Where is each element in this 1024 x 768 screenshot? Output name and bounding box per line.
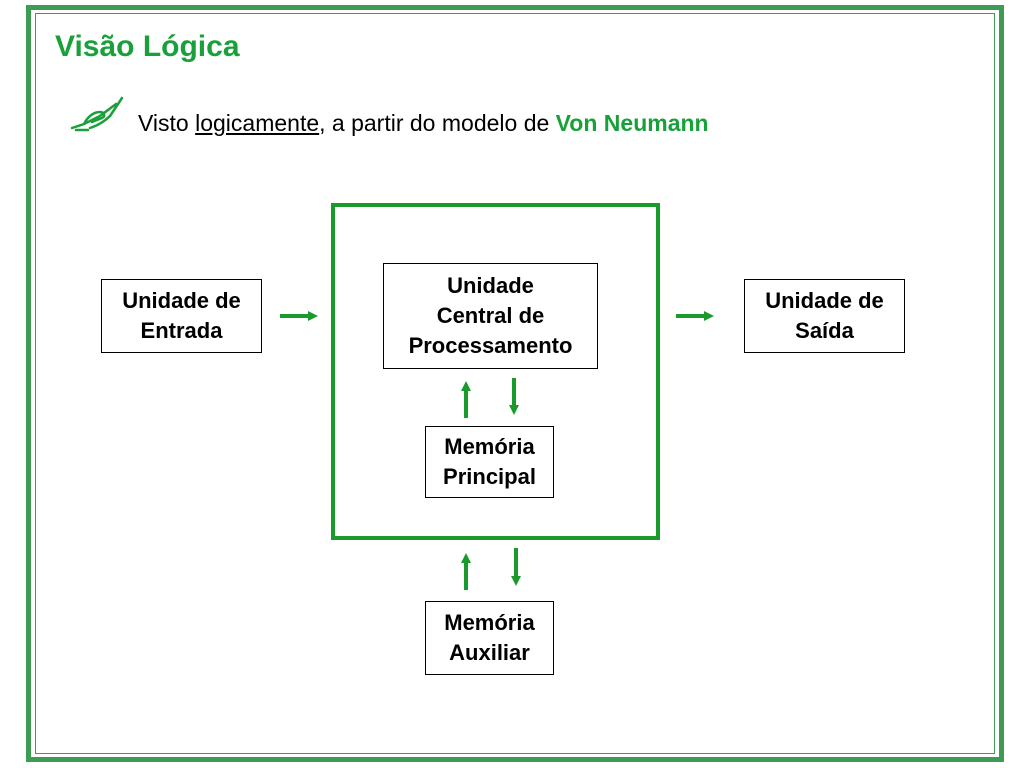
aux-memory-box: Memória Auxiliar xyxy=(425,601,554,675)
slide-title: Visão Lógica xyxy=(55,30,240,63)
bullet-text-underlined: logicamente xyxy=(195,110,320,136)
bullet-text-middle: , a partir do modelo de xyxy=(319,110,556,136)
aux-memory-label: Memória Auxiliar xyxy=(444,610,535,665)
output-unit-label: Unidade de Saída xyxy=(765,288,884,343)
bullet-text: Visto logicamente, a partir do modelo de… xyxy=(138,110,709,137)
computer-boundary-frame xyxy=(331,203,660,540)
bullet-text-highlight: Von Neumann xyxy=(555,110,709,136)
input-unit-box: Unidade de Entrada xyxy=(101,279,262,353)
main-memory-box: Memória Principal xyxy=(425,426,554,498)
bullet-text-before: Visto xyxy=(138,110,196,136)
cpu-label: Unidade Central de Processamento xyxy=(408,273,573,358)
slide-inner-border xyxy=(35,13,995,754)
output-unit-box: Unidade de Saída xyxy=(744,279,905,353)
slide-outer-border xyxy=(26,5,1004,762)
writing-hand-icon xyxy=(70,96,124,132)
input-unit-label: Unidade de Entrada xyxy=(122,288,241,343)
main-memory-label: Memória Principal xyxy=(443,434,536,489)
cpu-box: Unidade Central de Processamento xyxy=(383,263,598,369)
